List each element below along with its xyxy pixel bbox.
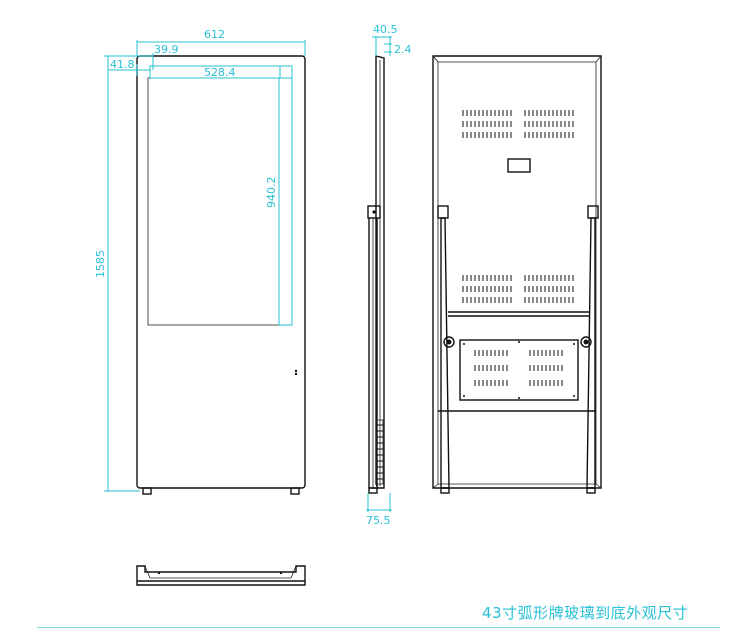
dim-depth-top: 40.5 — [373, 23, 398, 36]
side-dimensions: 40.5 2.4 75.5 — [366, 23, 412, 527]
front-view — [136, 55, 306, 495]
label-plate — [507, 158, 531, 173]
side-view — [367, 55, 385, 494]
upper-vents — [462, 110, 574, 138]
media-box — [459, 339, 579, 401]
dim-depth-base: 75.5 — [366, 514, 391, 527]
dim-bezel-left: 39.9 — [154, 43, 179, 56]
media-box-vents — [474, 350, 563, 386]
dim-height: 1585 — [94, 250, 107, 278]
front-dimensions: 612 39.9 41.8 528.4 940.2 1585 — [94, 28, 306, 492]
dim-rim: 2.4 — [394, 43, 412, 56]
back-view — [432, 55, 602, 494]
dim-screen-width: 528.4 — [204, 66, 236, 79]
lower-vents — [462, 275, 574, 303]
drawing-caption: 43寸弧形牌玻璃到底外观尺寸 — [482, 604, 689, 622]
dim-bezel-top: 41.8 — [110, 58, 135, 71]
caption-underline — [37, 627, 720, 628]
top-view — [136, 565, 306, 586]
dim-width: 612 — [204, 28, 225, 41]
dim-screen-height: 940.2 — [265, 177, 278, 209]
